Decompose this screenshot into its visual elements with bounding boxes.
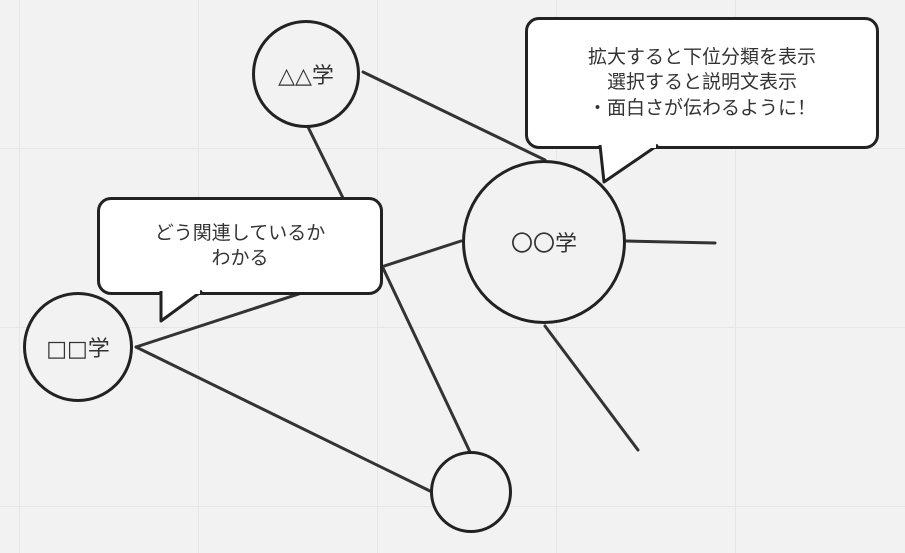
edge-main-lower-stub[interactable] bbox=[543, 324, 640, 452]
callout-main-note-line-2: 選択すると説明文表示 bbox=[606, 71, 797, 94]
edge-top-main[interactable] bbox=[361, 70, 547, 162]
callout-main-note[interactable]: 拡大すると下位分類を表示 選択すると説明文表示 ・面白さが伝わるように！ bbox=[525, 17, 879, 149]
node-main[interactable]: 〇〇学 bbox=[462, 160, 626, 324]
node-left-label: □□学 bbox=[46, 337, 110, 362]
callout-main-note-tail bbox=[598, 143, 659, 184]
node-left[interactable]: □□学 bbox=[23, 292, 133, 402]
edge-main-right-stub[interactable] bbox=[624, 239, 717, 245]
node-top[interactable]: △△学 bbox=[252, 20, 360, 128]
callout-main-note-line-3: ・面白さが伝わるように！ bbox=[587, 96, 816, 119]
callout-link-note-tail bbox=[159, 289, 203, 323]
callout-main-note-line-1: 拡大すると下位分類を表示 bbox=[587, 46, 816, 69]
node-bottom[interactable] bbox=[430, 451, 512, 533]
node-top-label: △△学 bbox=[278, 64, 334, 89]
edge-left-bottom[interactable] bbox=[134, 345, 432, 493]
callout-link-note[interactable]: どう関連しているか わかる bbox=[97, 197, 383, 295]
edge-junction-bottom[interactable] bbox=[381, 266, 472, 454]
callout-link-note-line-1: どう関連しているか bbox=[154, 221, 326, 244]
edge-top-junction[interactable] bbox=[306, 125, 347, 204]
callout-link-note-line-2: わかる bbox=[211, 247, 269, 269]
node-main-label: 〇〇学 bbox=[510, 232, 577, 257]
